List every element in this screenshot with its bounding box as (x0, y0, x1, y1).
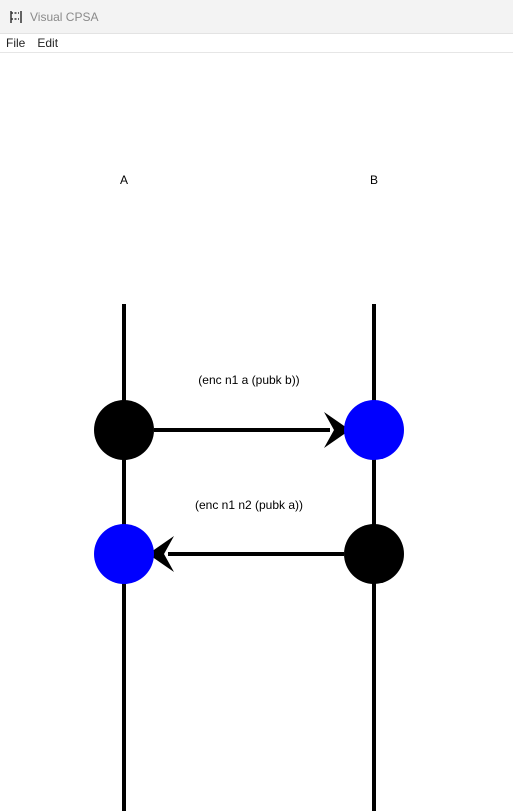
node-b-receive[interactable] (344, 400, 404, 460)
protocol-canvas: A B (enc n1 a (pubk b)) (enc n1 n2 (pubk… (0, 54, 513, 811)
menu-file[interactable]: File (6, 36, 26, 50)
window-title: Visual CPSA (30, 9, 99, 24)
arrowhead-2 (148, 536, 174, 572)
node-a-receive[interactable] (94, 524, 154, 584)
message-label-2: (enc n1 n2 (pubk a)) (195, 498, 303, 512)
arrowhead-1 (324, 412, 350, 448)
node-b-send[interactable] (344, 524, 404, 584)
role-label-a: A (120, 173, 128, 187)
node-a-send[interactable] (94, 400, 154, 460)
title-bar: Visual CPSA (0, 0, 513, 34)
menu-bar: File Edit (0, 34, 513, 53)
message-label-1: (enc n1 a (pubk b)) (198, 373, 299, 387)
role-label-b: B (370, 173, 378, 187)
menu-edit[interactable]: Edit (37, 36, 59, 50)
cpsa-app-icon (8, 9, 24, 25)
protocol-diagram: A B (enc n1 a (pubk b)) (enc n1 n2 (pubk… (94, 173, 404, 811)
